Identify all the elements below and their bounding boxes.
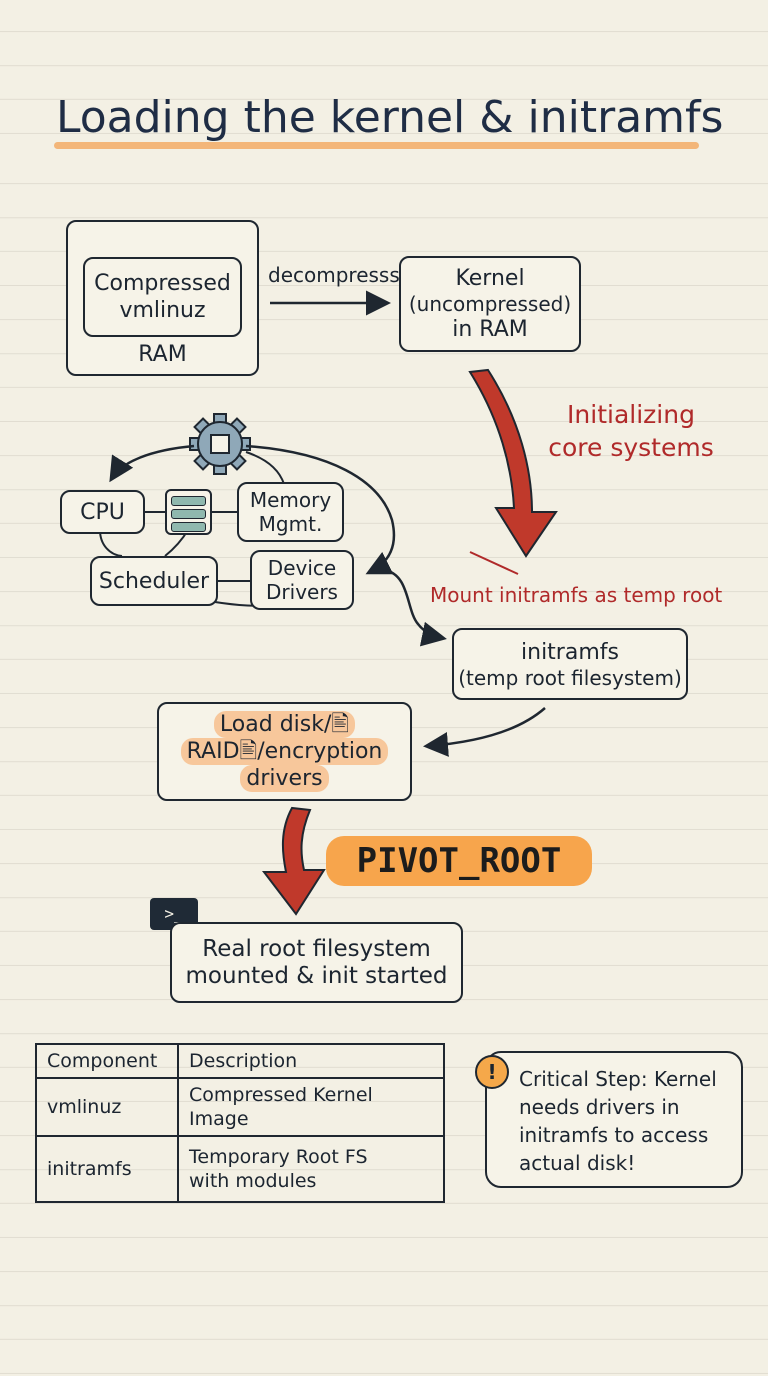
decompress-label: decompresss [268,263,400,287]
kernel-line-2: (uncompressed) [408,292,572,316]
initramfs-line-1: initramfs [521,639,619,665]
initramfs-box: initramfs (temp root filesystem) [452,628,688,700]
title-underline [54,142,699,149]
cpu-label: CPU [80,499,125,525]
init-red-arrow [468,368,558,558]
gear-arc-right [245,444,396,575]
kernel-line-1: Kernel [455,266,525,291]
page-title: Loading the kernel & initramfs [56,92,724,143]
load-line-2: RAID🖹/encryption [180,738,389,765]
table-cell: Compressed Kernel Image [177,1077,445,1137]
device-line-1: Device [267,556,337,580]
initramfs-line-2: (temp root filesystem) [458,665,682,690]
real-root-line-2: mounted & init started [185,962,448,989]
table-header-row: Component Description [35,1043,445,1079]
memory-line-2: Mgmt. [258,512,323,536]
kernel-box: Kernel (uncompressed) in RAM [399,256,581,352]
compressed-line-2: vmlinuz [119,298,206,323]
initializing-line-1: Initializing [567,400,695,429]
initializing-label: Initializing core systems [546,398,716,464]
scheduler-box: Scheduler [90,556,218,606]
table-cell: initramfs [35,1135,179,1203]
warning-icon: ! [475,1055,509,1089]
table-header-component: Component [35,1043,179,1079]
drivers-to-initramfs-arrow [383,568,447,647]
memory-mgmt-box: Memory Mgmt. [237,482,344,542]
critical-step-callout: ! Critical Step: Kernel needs drivers in… [475,1051,743,1188]
real-root-line-1: Real root filesystem [202,935,431,962]
gear-to-cpu-arrow [109,444,195,483]
table-header-description: Description [177,1043,445,1079]
cpu-box: CPU [60,490,145,534]
callout-text: Critical Step: Kernel needs drivers in i… [519,1067,717,1175]
gear-icon [189,413,251,475]
real-root-box: Real root filesystem mounted & init star… [170,922,463,1003]
device-drivers-box: Device Drivers [250,550,354,610]
table-cell: Temporary Root FS with modules [177,1135,445,1203]
load-line-1: Load disk/🖹 [213,711,356,738]
memory-line-1: Memory [249,488,332,512]
load-drivers-box: Load disk/🖹 RAID🖹/encryption drivers [157,702,412,801]
component-table: Component Description vmlinuz Compressed… [35,1043,445,1203]
storage-icon [165,489,212,535]
load-line-3: drivers [240,765,329,792]
kernel-line-3: in RAM [452,317,528,342]
compressed-vmlinuz-box: Compressed vmlinuz [83,257,242,337]
pivot-red-arrow [261,806,326,916]
ram-label: RAM [138,342,187,367]
compressed-line-1: Compressed [94,271,231,296]
mount-tick [469,551,519,575]
initramfs-to-load-arrow [423,707,546,757]
table-row: vmlinuz Compressed Kernel Image [35,1077,445,1137]
device-line-2: Drivers [266,580,338,604]
pivot-root-label: PIVOT_ROOT [326,836,592,886]
mount-label: Mount initramfs as temp root [430,583,723,607]
table-cell: vmlinuz [35,1077,179,1137]
scheduler-label: Scheduler [98,568,210,594]
table-row: initramfs Temporary Root FS with modules [35,1135,445,1203]
initializing-line-2: core systems [548,433,714,462]
